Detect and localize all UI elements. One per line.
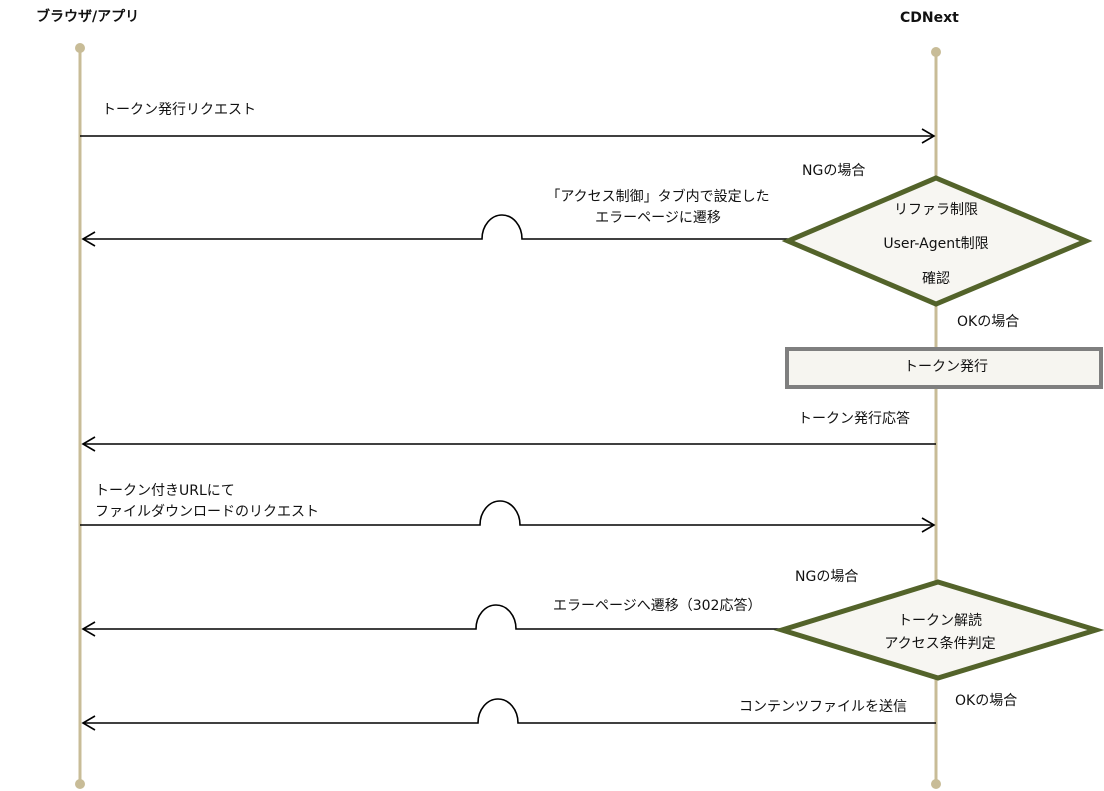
lifeline-right-bottom-dot <box>931 779 941 789</box>
label-download-request: トークン付きURLにて ファイルダウンロードのリクエスト <box>95 481 319 523</box>
label-token-response: トークン発行応答 <box>798 411 910 427</box>
label-ok-1: OKの場合 <box>957 314 1020 330</box>
lifeline-left-bottom-dot <box>75 779 85 789</box>
label-error-redirect: 「アクセス制御」タブ内で設定した エラーページに遷移 <box>536 187 780 229</box>
decision-text-confirm: 確認 <box>922 271 950 287</box>
process-text-issue-token: トークン発行 <box>904 359 988 375</box>
label-error-redirect-line2: エラーページに遷移 <box>595 210 721 226</box>
decision-diamond-referrer-ua <box>781 175 1093 307</box>
label-ok-2: OKの場合 <box>955 693 1018 709</box>
lifeline-right-top-dot <box>931 47 941 57</box>
label-download-request-line2: ファイルダウンロードのリクエスト <box>95 504 319 520</box>
arrow-token-request <box>80 128 936 144</box>
actor-browser-app: ブラウザ/アプリ <box>36 9 140 25</box>
arrow-error-redirect <box>81 214 788 247</box>
arrow-send-content <box>81 698 936 731</box>
arrow-error-redirect-302 <box>81 604 782 637</box>
label-ng-2: NGの場合 <box>795 569 859 585</box>
label-error-redirect-302: エラーページへ遷移（302応答） <box>553 598 762 614</box>
lifeline-left-top-dot <box>75 43 85 53</box>
decision-text-referrer: リファラ制限 <box>894 202 978 218</box>
label-token-request: トークン発行リクエスト <box>102 102 256 118</box>
label-download-request-line1: トークン付きURLにて <box>95 483 235 499</box>
decision-text-token-decode: トークン解読 <box>898 613 982 629</box>
label-send-content: コンテンツファイルを送信 <box>739 699 907 715</box>
process-box-issue-token <box>785 347 1103 389</box>
decision-diamond-token-decode <box>773 579 1104 681</box>
decision-text-access-condition: アクセス条件判定 <box>884 636 996 652</box>
label-ng-1: NGの場合 <box>802 163 866 179</box>
arrow-download-request <box>80 500 936 533</box>
arrow-token-response <box>81 436 936 452</box>
decision-text-user-agent: User-Agent制限 <box>883 236 989 252</box>
label-error-redirect-line1: 「アクセス制御」タブ内で設定した <box>546 189 770 205</box>
actor-cdnext: CDNext <box>900 10 959 26</box>
